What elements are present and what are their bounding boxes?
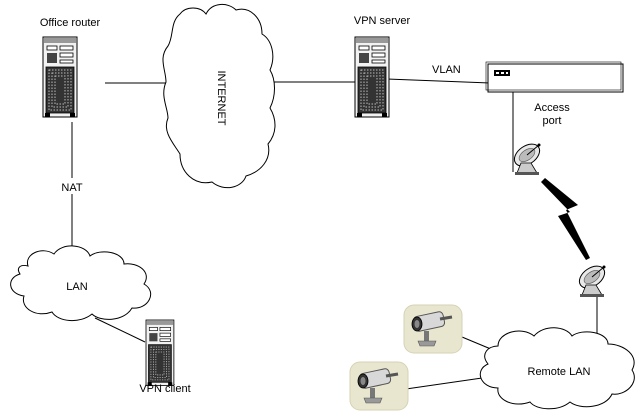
satellite-dish-bottom xyxy=(574,261,610,298)
nat-label: NAT xyxy=(61,182,82,194)
wireless-link-icon xyxy=(541,178,590,260)
network-switch xyxy=(485,61,624,93)
lan-cloud xyxy=(10,245,152,321)
internet-cloud xyxy=(162,4,276,189)
remote-lan-label: Remote LAN xyxy=(528,366,591,378)
access-port-label-line1: Access xyxy=(534,102,570,114)
vpn-server-label: VPN server xyxy=(354,15,411,27)
satellite-dish-top xyxy=(509,139,545,176)
link-lan-vpn-client xyxy=(94,317,146,343)
vpn-client-pc xyxy=(145,319,175,387)
link-vpn-server-switch xyxy=(386,78,491,84)
office-router-label: Office router xyxy=(40,17,101,29)
internet-label: INTERNET xyxy=(215,71,227,126)
link-camera2-remote-lan xyxy=(405,377,483,390)
nat-label-bg xyxy=(60,178,90,194)
vpn-client-label: VPN client xyxy=(139,383,190,395)
security-camera-icon-2 xyxy=(348,360,410,412)
lan-label: LAN xyxy=(66,281,87,293)
access-port-label-line2: port xyxy=(543,115,562,127)
remote-lan-cloud xyxy=(479,327,635,410)
vlan-label: VLAN xyxy=(432,64,461,76)
vpn-server xyxy=(354,36,390,118)
security-camera-icon-1 xyxy=(402,303,464,355)
office-router-server xyxy=(42,36,78,118)
